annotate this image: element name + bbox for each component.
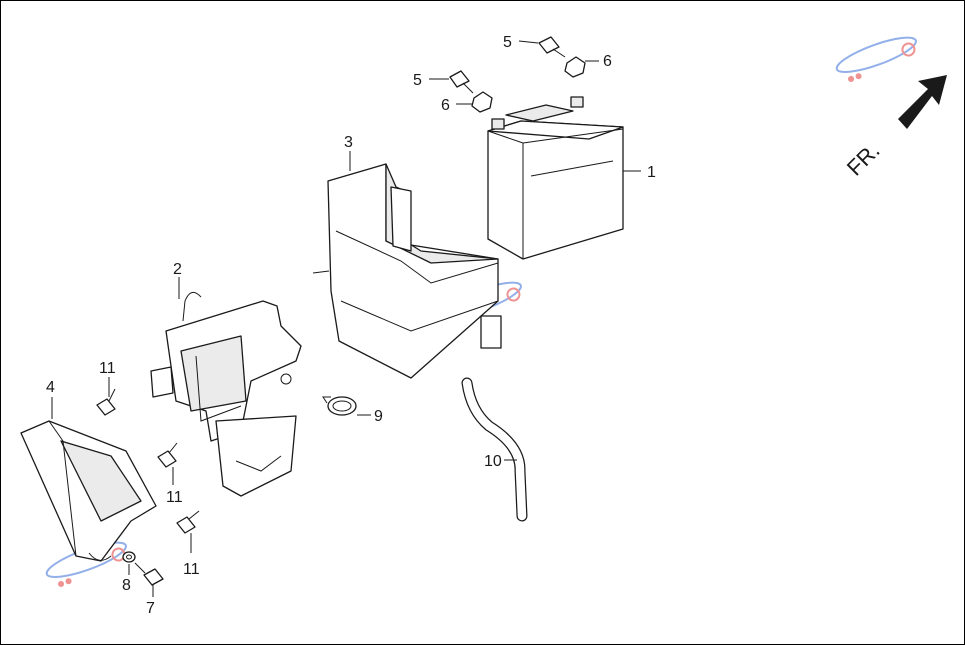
breather-hose bbox=[461, 377, 528, 522]
watermark-logo-icon bbox=[45, 541, 127, 587]
callout-battery-box: 3 bbox=[344, 134, 353, 151]
callout-bolt-11-c: 11 bbox=[183, 561, 200, 578]
nut-top-b bbox=[471, 91, 493, 113]
bolt-11-b bbox=[157, 442, 178, 468]
front-direction-arrow-icon bbox=[898, 75, 947, 129]
watermark-logo-icon bbox=[835, 36, 917, 82]
callout-bolt-11-a: 11 bbox=[99, 360, 116, 377]
callout-bolt-11-b: 11 bbox=[166, 489, 183, 506]
callout-bolt-top-b: 5 bbox=[413, 72, 422, 89]
bolt-top-b bbox=[449, 70, 474, 94]
callout-side-cover: 4 bbox=[46, 379, 55, 396]
bolt-11-c bbox=[176, 510, 200, 534]
callout-battery: 1 bbox=[647, 164, 656, 181]
washer bbox=[122, 551, 136, 563]
battery bbox=[487, 96, 624, 260]
callout-breather-hose: 10 bbox=[484, 453, 502, 470]
callout-bolt-lower: 7 bbox=[146, 600, 155, 617]
side-cover bbox=[20, 420, 157, 562]
callout-washer: 8 bbox=[122, 577, 131, 594]
hose-clamp bbox=[322, 396, 357, 416]
callout-nut-top-a: 6 bbox=[603, 53, 612, 70]
nut-top-a bbox=[564, 56, 586, 78]
callout-nut-top-b: 6 bbox=[441, 97, 450, 114]
battery-bracket bbox=[150, 291, 302, 497]
battery-box bbox=[312, 163, 502, 379]
callout-hose-clamp: 9 bbox=[374, 408, 383, 425]
bolt-lower bbox=[134, 562, 164, 586]
callout-battery-bracket: 2 bbox=[173, 261, 182, 278]
callout-bolt-top-a: 5 bbox=[503, 34, 512, 51]
bolt-top-a bbox=[538, 36, 566, 58]
front-direction-label: FR. bbox=[842, 138, 885, 181]
bolt-11-a bbox=[96, 388, 116, 416]
